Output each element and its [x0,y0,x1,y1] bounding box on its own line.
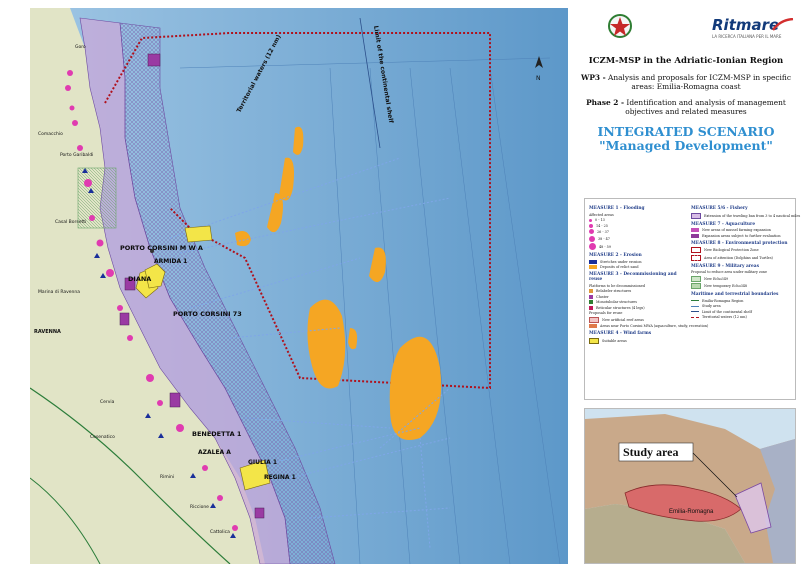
legend-m1-sub: Affected areas [589,212,614,217]
label-marina-di-ravenna: Marina di Ravenna [38,289,80,295]
legend-m1-title: MEASURE 1 - Flooding [589,206,645,211]
label-north: N [536,75,541,82]
legend-m9-item: New Echo349 [691,275,791,282]
italian-republic-emblem [608,14,632,38]
erosion-markers [82,168,236,538]
region-boundary [30,387,231,564]
legend-m3-item: Cluster [589,294,689,299]
label-rimini: Rimini [160,474,174,480]
label-benedetta: BENEDETTA 1 [192,430,242,438]
region-boundary-2 [30,477,101,564]
legend-m1-item: 26 - 37 [589,229,689,234]
legend-m9-item: New temporary Echo348 [691,283,791,289]
scenario-title: INTEGRATED SCENARIO "Managed Development… [572,125,800,153]
legend-m1-item: 14 - 25 [589,223,689,228]
label-cesenatico: Cesenatico [90,434,115,440]
legend-m3-item: Monotubolar structures [589,300,689,304]
legend-m3-sub2: Proposals for reuse [589,311,623,315]
legend-m1-item: 48 - 59 [589,243,689,250]
legend-m3-item: Belabeler structures [589,289,689,293]
phase-description: Phase 2 - Identification and analysis of… [572,98,800,116]
label-cervia: Cervia [100,399,115,405]
legend-m7-item: New areas of mussel farming expansion [691,228,791,232]
scenario-line-2: "Managed Development" [599,138,773,153]
inset-region-label: Emilia-Romagna [669,509,714,515]
label-porto-garibaldi: Porto Garibaldi [60,152,93,158]
legend-m8-item: New Biological Protection Zone [691,247,791,253]
legend-m2-title: MEASURE 2 - Erosion [589,253,642,258]
land-area [30,8,265,564]
legend-m2-item: Stretches under erosion [589,259,689,264]
north-arrow [535,56,543,68]
legend-m9-sub: Proposal to reduce area under military z… [691,270,768,274]
legend-col-left: MEASURE 1 - Flooding Affected areas 0 - … [589,203,708,344]
label-azalea: AZALEA A [198,449,231,456]
legend-m7-title: MEASURE 7 - Aquaculture [691,221,756,227]
study-grid-lines [179,57,561,564]
legend-boundary-item: Territorial waters (12 nm) [691,315,791,319]
ritmare-wave-icon [772,18,794,31]
armida-marker [150,249,154,253]
new-echo-area [77,167,117,229]
wp3-label: WP3 - [581,73,606,82]
legend-m3-item: New artificial reef areas [589,316,689,323]
info-panel: Ritmare LA RICERCA ITALIANA PER IL MARE … [572,8,800,564]
legend-m7-item: Expansion areas subject to further evalu… [691,233,791,238]
legend-m56-title: MEASURE 5/6 - Fishery [691,206,748,211]
wp3-text: Analysis and proposals for ICZM-MSP in s… [608,73,791,91]
main-map[interactable]: Territorial waters (12 nm) Limit of the … [30,8,568,564]
inset-study-area-label: Study area [623,445,678,459]
legend-m3-title: MEASURE 3 - Decommissioning and reuse [589,272,677,282]
label-armida: ARMIDA 1 [154,258,187,265]
label-porto-corsini-mwa: PORTO CORSINI M W A [120,244,203,252]
project-title: ICZM-MSP in the Adriatic-Ionian Region [588,56,784,66]
label-diana: DIANA [128,275,151,283]
phase-text: Identification and analysis of managemen… [625,98,786,116]
legend-m4-item: Suitable areas [589,337,689,344]
label-riccione: Riccione [190,504,209,510]
wp3-description: WP3 - Analysis and proposals for ICZM-MS… [572,73,800,91]
label-porto-corsini-73: PORTO CORSINI 73 [173,310,242,318]
legend-boundary-item: Emilia-Romagna Region [691,299,791,303]
label-goro: Goro [75,44,86,50]
continental-shelf-line [359,17,381,149]
legend-boundary-item: Study area [691,304,791,308]
ritmare-logo: Ritmare [712,16,780,34]
diana-marker [144,263,166,289]
study-area-callout [618,442,694,462]
scenario-line-1: INTEGRATED SCENARIO [597,124,775,139]
label-cattolica: Cattolica [210,529,230,535]
platforms [119,53,265,519]
legend-m4-title: MEASURE 4 - Wind farms [589,331,652,336]
sand-deposits [235,126,442,440]
legend-m3-sub: Platforms to be decommissioned [589,283,646,288]
legend-m3-item: Areas near Porto Corsini MWA (aquacultur… [589,324,708,328]
wind-farm-areas [135,225,271,491]
legend-m9-title: MEASURE 9 - Military areas [691,263,759,269]
legend-m1-item: 0 - 13 [589,218,689,222]
trawl-band [119,22,336,564]
trawl-routes [169,157,451,549]
label-comacchio: Comacchio [38,131,63,137]
legend-m3-item: Reticular structures (4 legs) [589,305,689,310]
legend-m8-item: Area of attention (Dolphins and Turtles) [691,254,791,261]
label-giulia: GIULIA 1 [248,459,277,466]
phase-label: Phase 2 - [586,98,625,107]
label-casal-borsetti: Casal Borsetti [55,219,86,225]
legend-m56-item: Extension of the trawling ban from 3 to … [691,212,800,219]
logo-row: Ritmare LA RICERCA ITALIANA PER IL MARE [572,8,800,52]
label-ravenna: RAVENNA [34,329,61,335]
ritmare-tagline: LA RICERCA ITALIANA PER IL MARE [712,34,782,39]
legend-boundary-item: Limit of the continental shelf [691,310,791,314]
legend-m8-title: MEASURE 8 - Environmental protection [691,240,788,246]
legend-boundaries-title: Maritime and terrestrial boundaries [691,292,779,297]
label-regina: REGINA 1 [264,474,296,481]
legend-m2-item: Deposits of relict sand [589,265,689,269]
map-legend: MEASURE 1 - Flooding Affected areas 0 - … [584,198,800,400]
legend-col-right: MEASURE 5/6 - Fishery Extension of the t… [691,203,800,319]
study-area-inset-map: Study area Emilia-Romagna [584,408,796,564]
legend-m1-item: 38 - 47 [589,235,689,242]
flood-circles [65,70,238,531]
